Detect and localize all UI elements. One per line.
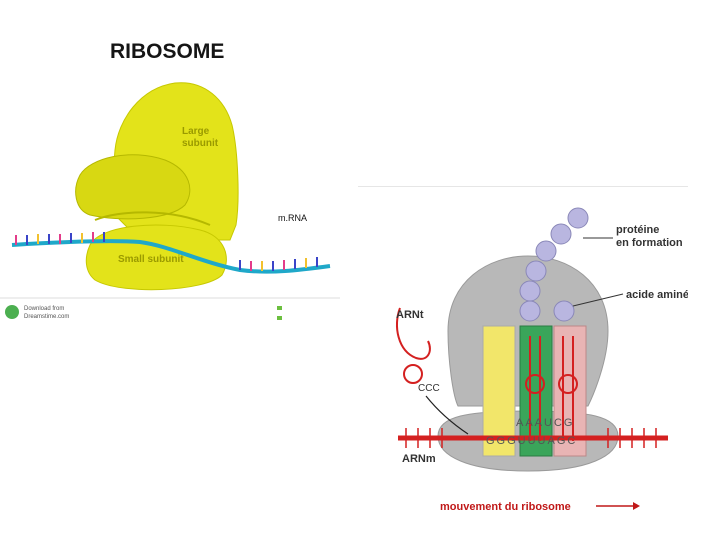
ribosome-drawing: RIBOSOME Large subu xyxy=(0,30,340,330)
e-site xyxy=(482,325,516,457)
trna-p xyxy=(529,336,541,441)
dreamstime-logo-icon xyxy=(5,305,19,319)
p-site xyxy=(519,325,553,457)
trna-a xyxy=(562,336,574,441)
mrna-label-fr: ARNm xyxy=(402,453,436,465)
small-subunit-label: Small subunit xyxy=(118,254,184,265)
ribosome-illustration: RIBOSOME Large subu xyxy=(0,30,340,330)
footer-badge-icon xyxy=(277,306,282,310)
large-subunit-label-1: Large xyxy=(182,126,210,137)
trna-a-loop xyxy=(558,374,578,394)
trna-p-loop xyxy=(525,374,545,394)
a-site xyxy=(553,325,587,457)
exit-arrow xyxy=(425,395,469,435)
amino-leader xyxy=(572,293,624,307)
translation-drawing: CCC AAAUCG GGGUUUAGC protéine en formati… xyxy=(358,185,689,513)
large-subunit-label-2: subunit xyxy=(182,138,219,149)
mrna-strand xyxy=(11,239,331,274)
title: RIBOSOME xyxy=(110,40,224,63)
amino-acid-chain xyxy=(519,207,589,322)
protein-label-1: protéine xyxy=(616,224,659,236)
free-trna xyxy=(396,307,431,360)
mrna-ticks xyxy=(405,428,657,448)
codons: GGGUUUAGC xyxy=(486,435,577,447)
protein-label-2: en formation xyxy=(616,237,683,249)
free-trna-loop xyxy=(403,364,423,384)
amino-label: acide aminé xyxy=(626,289,688,301)
footer-text-2: Dreamstime.com xyxy=(24,314,69,320)
large-subunit-lobe xyxy=(75,154,191,220)
translation-diagram: CCC AAAUCG GGGUUUAGC protéine en formati… xyxy=(358,185,689,516)
arrow-head-icon xyxy=(633,502,640,510)
mrna-label: m.RNA xyxy=(278,213,307,223)
free-trna-bases: CCC xyxy=(418,383,440,394)
movement-label: mouvement du ribosome xyxy=(440,501,571,513)
mrna-bases xyxy=(15,232,318,271)
anticodons: AAAUCG xyxy=(516,417,574,429)
subunit-shadow xyxy=(94,211,211,226)
footer-badge-icon-2 xyxy=(277,316,282,320)
footer-text-1: Download from xyxy=(24,306,64,312)
trna-label: ARNt xyxy=(396,309,424,321)
